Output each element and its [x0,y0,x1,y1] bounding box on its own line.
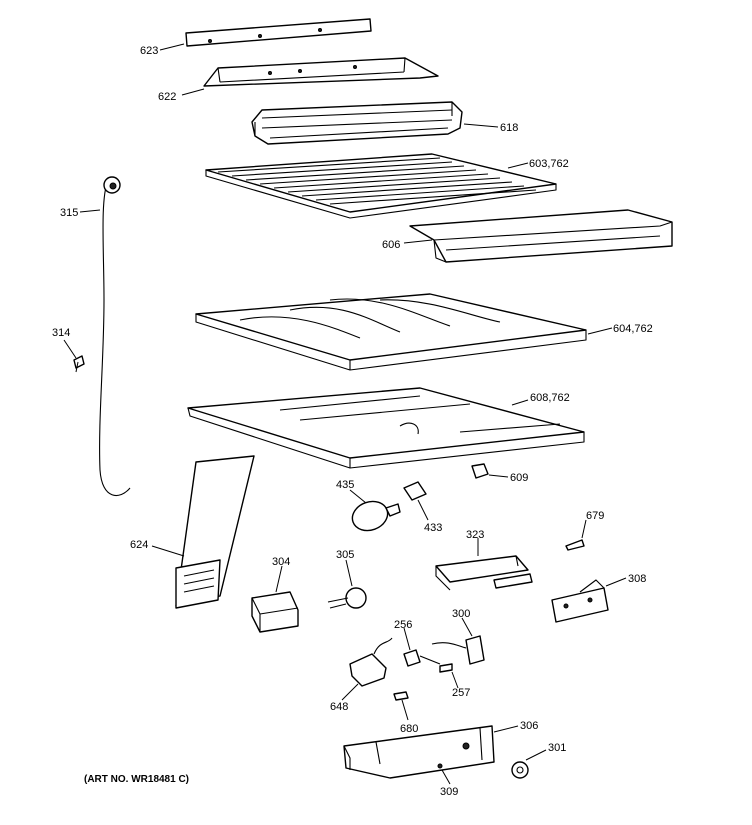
label-301: 301 [548,742,566,754]
part-604-shelf[interactable] [195,293,587,371]
label-608-762: 608,762 [530,392,570,404]
part-603-wire-shelf[interactable] [205,153,557,219]
part-679-screw[interactable] [565,539,585,551]
label-606: 606 [382,239,400,251]
label-314: 314 [52,327,70,339]
label-308: 308 [628,573,646,585]
part-306-base-bracket[interactable] [343,725,495,779]
label-680: 680 [400,723,418,735]
part-606-panel[interactable] [409,209,673,263]
label-309: 309 [440,786,458,798]
label-435: 435 [336,479,354,491]
part-314-clip[interactable] [73,355,85,373]
label-618: 618 [500,122,518,134]
label-624: 624 [130,539,148,551]
part-623-bracket[interactable] [185,18,372,47]
part-648-relay[interactable] [349,637,393,687]
part-323-bracket[interactable] [435,555,533,591]
part-256-connector[interactable] [403,649,441,667]
label-603-762: 603,762 [529,158,569,170]
part-305-thermostat[interactable] [327,587,367,609]
label-648: 648 [330,701,348,713]
art-number: (ART NO. WR18481 C) [84,774,189,785]
part-608-shelf[interactable] [187,387,585,469]
label-622: 622 [158,91,176,103]
part-315-harness[interactable] [99,176,131,497]
label-315: 315 [60,207,78,219]
label-300: 300 [452,608,470,620]
part-618-frame[interactable] [251,101,463,145]
part-624-control-panel[interactable] [175,455,255,609]
label-305: 305 [336,549,354,561]
label-304: 304 [272,556,290,568]
label-623: 623 [140,45,158,57]
part-609-clip[interactable] [471,463,489,479]
label-256: 256 [394,619,412,631]
label-323: 323 [466,529,484,541]
label-433: 433 [424,522,442,534]
part-622-cover[interactable] [203,57,439,87]
label-257: 257 [452,687,470,699]
part-304-relay[interactable] [251,591,299,633]
part-257-screw[interactable] [439,663,453,673]
part-433-socket[interactable] [403,481,427,501]
part-680-screw[interactable] [393,691,409,701]
label-306: 306 [520,720,538,732]
label-609: 609 [510,472,528,484]
label-604-762: 604,762 [613,323,653,335]
label-679: 679 [586,510,604,522]
part-300-overload[interactable] [431,635,485,665]
part-308-bracket[interactable] [551,579,609,623]
part-435-bulb[interactable] [348,497,401,536]
part-301-grommet[interactable] [511,761,529,779]
